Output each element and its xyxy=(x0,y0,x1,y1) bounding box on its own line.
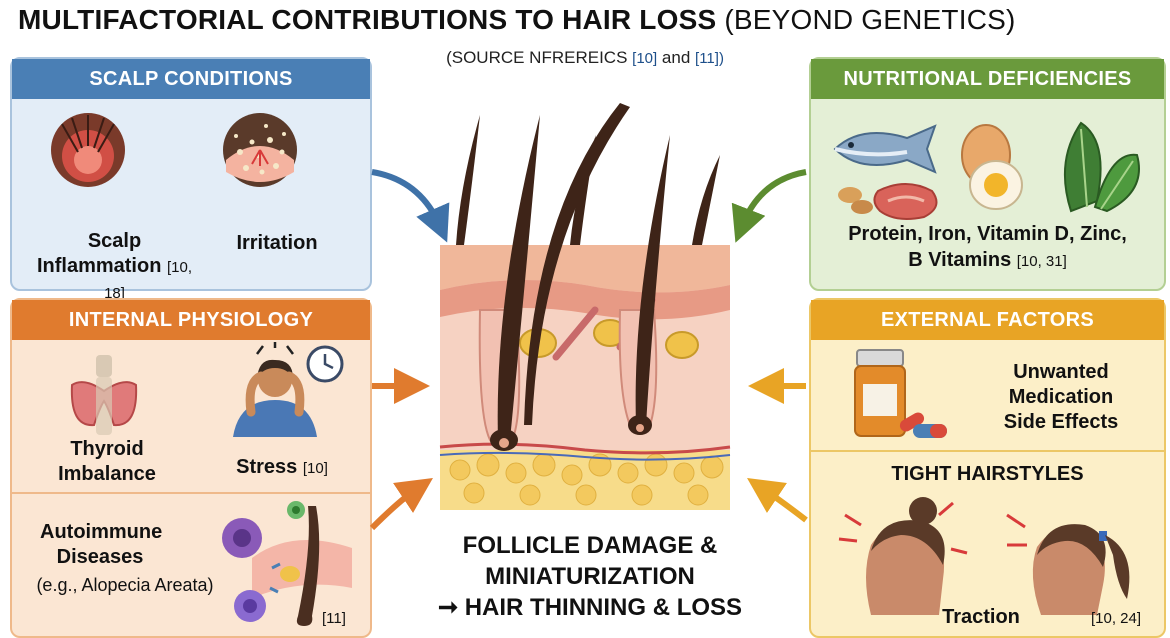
scalp-conditions-panel: SCALP CONDITIONS Scalp Inflammation [10,… xyxy=(10,57,372,302)
traction-ref: [10, 24] xyxy=(1091,610,1142,627)
internal-physiology-panel: INTERNAL PHYSIOLOGY Thyroid Imbalance St… xyxy=(10,298,372,638)
center-caption: FOLLICLE DAMAGE & MINIATURIZATION ➞ HAIR… xyxy=(410,530,770,623)
fish-icon xyxy=(833,124,937,174)
nutrition-label-line1: Protein, Iron, Vitamin D, Zinc, xyxy=(848,223,1127,245)
title-main: MULTIFACTORIAL CONTRIBUTIONS TO HAIR LOS… xyxy=(18,4,717,35)
source-ref1: [10] xyxy=(632,50,658,67)
nutrition-label-line2: B Vitamins [10, 31] xyxy=(811,248,1164,274)
caption-line2: MINIATURIZATION xyxy=(485,563,695,590)
scalp-inflammation-ref: [10, 18] xyxy=(104,259,193,302)
spinach-icon xyxy=(1063,121,1140,213)
scalp-conditions-heading: SCALP CONDITIONS xyxy=(12,59,370,99)
inflamed-scalp-icon xyxy=(51,113,125,187)
medication-label: Unwanted Medication Side Effects xyxy=(1003,361,1119,433)
nutrition-line2-text: B Vitamins xyxy=(908,249,1012,271)
thyroid-icon xyxy=(70,355,138,435)
immune-cells-follicle-icon xyxy=(222,501,352,626)
stress-label: Stress [10] xyxy=(222,455,342,481)
scalp-inflammation-label: Scalp Inflammation [10, 18] xyxy=(32,229,197,306)
hair-follicle-cross-section-icon xyxy=(439,103,731,510)
stress-ref: [10] xyxy=(302,460,328,477)
arrow-nutrition-to-center xyxy=(731,169,807,243)
internal-physiology-heading: INTERNAL PHYSIOLOGY xyxy=(12,300,370,340)
tight-hairstyles-heading: TIGHT HAIRSTYLES xyxy=(891,463,1084,485)
stress-text: Stress xyxy=(236,456,298,478)
arrow-scalp-to-center xyxy=(371,169,450,243)
scalp-inflammation-text: Scalp Inflammation xyxy=(36,230,162,277)
stressed-person-icon xyxy=(233,342,344,437)
nutritional-deficiencies-heading: NUTRITIONAL DEFICIENCIES xyxy=(811,59,1164,99)
page-title: MULTIFACTORIAL CONTRIBUTIONS TO HAIR LOS… xyxy=(18,4,1016,36)
caption-line3-text: HAIR THINNING & LOSS xyxy=(464,594,743,621)
source-mid: and xyxy=(661,48,691,67)
source-ref2: [11]) xyxy=(695,50,724,67)
meat-icon xyxy=(838,183,938,220)
egg-icon xyxy=(961,124,1023,210)
physiology-divider xyxy=(12,492,370,494)
arrow-autoimmune-to-center xyxy=(369,478,433,531)
source-line: (SOURCE ΝFREREΙCS [10] and [11]) xyxy=(0,48,1170,68)
tight-hairstyle-heads-icon xyxy=(838,497,1130,615)
source-prefix: (SOURCE ΝFREREΙCS xyxy=(446,48,628,67)
caption-line1: FOLLICLE DAMAGE & xyxy=(462,532,718,559)
arrow-hairstyles-to-center xyxy=(747,478,808,523)
caption-line3: ➞ HAIR THINNING & LOSS xyxy=(410,592,770,623)
traction-label: Traction xyxy=(942,606,1020,628)
result-arrow-icon: ➞ xyxy=(437,594,459,621)
external-factors-panel: EXTERNAL FACTORS Unwanted Medication Sid… xyxy=(809,298,1166,638)
external-factors-heading: EXTERNAL FACTORS xyxy=(811,300,1164,340)
irritation-label: Irritation xyxy=(236,232,318,254)
flaky-scalp-icon xyxy=(223,113,297,187)
title-sub: (BEYOND GENETICS) xyxy=(724,4,1016,35)
external-divider xyxy=(811,450,1164,452)
autoimmune-example: (e.g., Alopecia Areata) xyxy=(36,575,214,595)
pill-bottle-icon xyxy=(854,349,947,438)
nutritional-deficiencies-panel: NUTRITIONAL DEFICIENCIES Protein, Iron, … xyxy=(809,57,1166,291)
autoimmune-label: Autoimmune Diseases xyxy=(40,521,163,568)
autoimmune-ref: [11] xyxy=(322,610,346,627)
thyroid-label: Thyroid Imbalance xyxy=(58,438,156,485)
nutrition-ref: [10, 31] xyxy=(1016,253,1067,270)
